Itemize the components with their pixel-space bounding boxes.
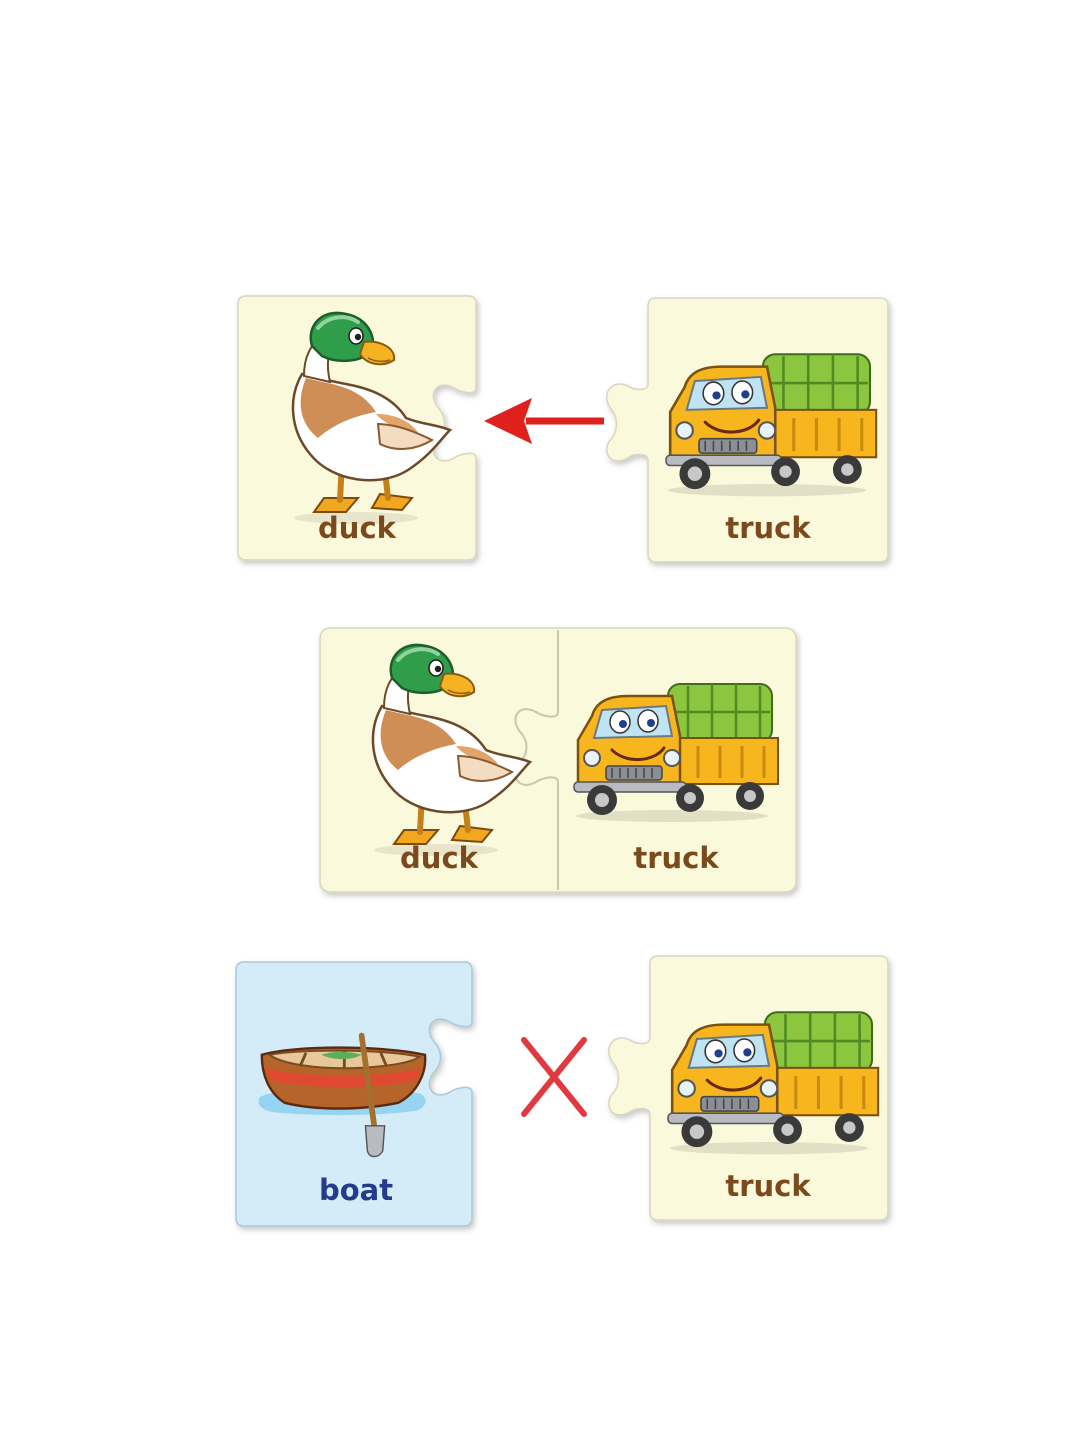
row-3-left-label: boat bbox=[319, 1173, 393, 1207]
cross-icon bbox=[521, 1037, 587, 1117]
row-2: duck truck bbox=[319, 627, 797, 893]
row-1: duck truck bbox=[237, 295, 889, 563]
row-1-right-label: truck bbox=[725, 511, 811, 545]
row-1-left-label: duck bbox=[318, 511, 397, 545]
row-2-right-label: truck bbox=[633, 841, 719, 875]
puzzle-seam bbox=[514, 630, 559, 890]
row-3: boat truck bbox=[235, 955, 889, 1227]
arrow-left-icon bbox=[484, 398, 604, 444]
row-2-left-label: duck bbox=[400, 841, 479, 875]
row-3-right-label: truck bbox=[725, 1169, 811, 1203]
